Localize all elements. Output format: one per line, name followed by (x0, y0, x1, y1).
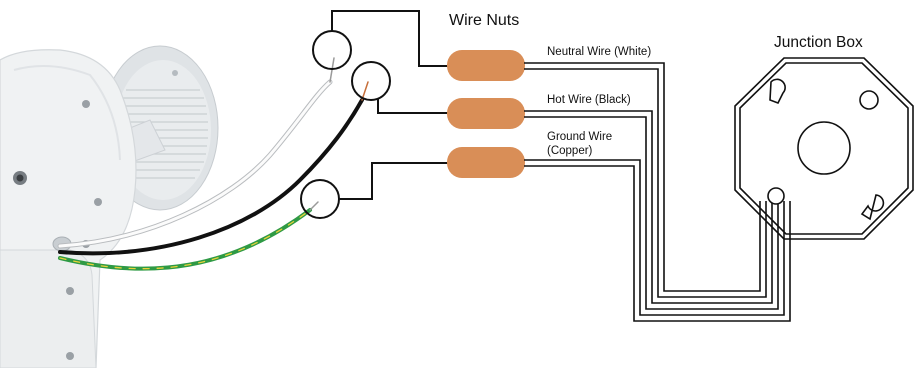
junction-box-label: Junction Box (774, 34, 863, 51)
hot-lead (58, 98, 364, 256)
mounting-hole (859, 90, 879, 110)
hot-wire-nut (447, 98, 525, 129)
connection-circle-icon (300, 30, 391, 219)
neutral-wire-label: Neutral Wire (White) (547, 46, 651, 58)
keyhole-slot (860, 194, 885, 221)
fixture-leads (57, 57, 369, 271)
ground-connection-circle (300, 179, 340, 219)
light-fixture-icon (0, 45, 219, 368)
ground-wire-nut (447, 147, 525, 178)
ground-wire-label: Ground Wire (547, 131, 612, 143)
ground-wire-label-sub: (Copper) (547, 145, 593, 157)
connector-lines (331, 10, 451, 200)
diagram-title: Wire Nuts (449, 12, 519, 29)
wire-nut-icon (447, 50, 525, 178)
branch-wires (524, 62, 791, 322)
hot-wire-label: Hot Wire (Black) (547, 94, 631, 106)
neutral-wire-nut (447, 50, 525, 81)
knockout-hole (767, 187, 785, 205)
neutral-connection-circle (312, 30, 352, 70)
keyhole-slot (769, 78, 786, 105)
hot-connection-circle (351, 61, 391, 101)
octagon-junction-box-icon (734, 57, 914, 240)
